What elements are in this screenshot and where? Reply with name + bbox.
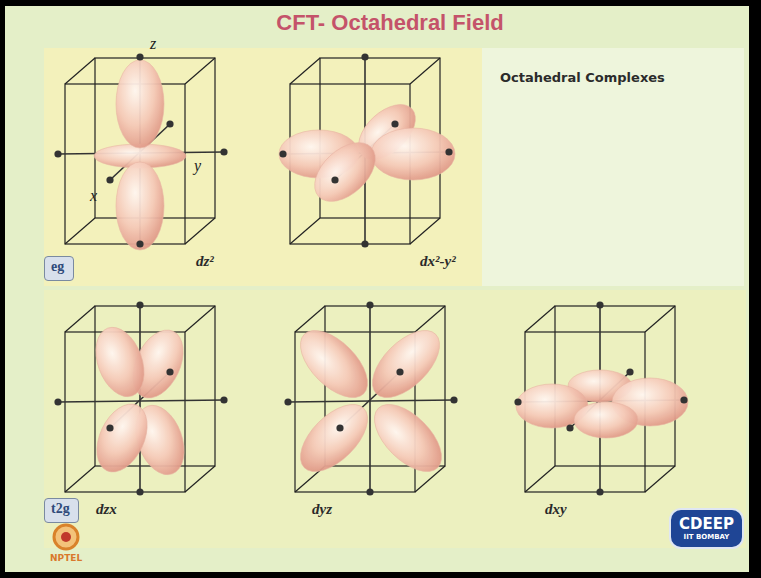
- cube-edge: [525, 306, 555, 332]
- axis-line: [288, 400, 454, 402]
- axis-dot: [136, 53, 143, 60]
- orbital-lobe: [289, 393, 380, 484]
- cube-edge: [65, 218, 95, 244]
- cube-edge: [645, 466, 675, 492]
- cube-edge: [410, 218, 440, 244]
- axis-dot: [106, 176, 113, 183]
- nptel-emblem: [54, 525, 78, 549]
- axis-label: z: [150, 34, 156, 53]
- orbital-lobe: [289, 319, 380, 410]
- cdeep-logo: CDEEPIIT BOMBAY: [669, 508, 744, 549]
- axis-label: x: [90, 186, 97, 205]
- axis-dot: [166, 368, 173, 375]
- orbital-set-badge: eg: [44, 256, 74, 281]
- axis-dot: [220, 148, 227, 155]
- cube-edge: [645, 306, 675, 332]
- axis-dot: [361, 53, 368, 60]
- axis-dot: [336, 424, 343, 431]
- orbital-cube: [284, 301, 457, 495]
- orbital-label: dzx: [96, 500, 117, 518]
- cube-edge: [65, 306, 95, 332]
- axis-dot: [220, 396, 227, 403]
- cube-edge: [185, 58, 215, 84]
- axis-dot: [445, 148, 452, 155]
- orbital-label: dxy: [545, 500, 567, 518]
- orbital-cube: [54, 53, 227, 250]
- axis-dot: [136, 240, 143, 247]
- cube-edge: [290, 58, 320, 84]
- axis-dot: [396, 368, 403, 375]
- axis-dot: [284, 398, 291, 405]
- node-text: IIT BOMBAY: [679, 533, 734, 541]
- node-text: CDEEP: [679, 515, 734, 533]
- orbital-lobe: [116, 60, 164, 148]
- cube-edge: [295, 306, 325, 332]
- node-text: eg: [51, 259, 67, 276]
- axis-dot: [136, 301, 143, 308]
- cube-edge: [525, 466, 555, 492]
- orbital-lobe: [304, 131, 387, 212]
- heading-note: Octahedral Complexes: [500, 70, 665, 86]
- axis-dot: [136, 488, 143, 495]
- axis-dot: [626, 368, 633, 375]
- cube-edge: [410, 58, 440, 84]
- axis-dot: [331, 176, 338, 183]
- cube-edge: [185, 218, 215, 244]
- orbital-lobe: [371, 128, 455, 180]
- orbital-label: dx²-y²: [420, 252, 456, 270]
- slide-title: CFT- Octahedral Field: [276, 10, 503, 36]
- orbital-cube: [514, 301, 688, 495]
- nptel-emblem: [61, 532, 71, 542]
- axis-dot: [106, 424, 113, 431]
- axis-dot: [566, 424, 573, 431]
- node-text: t2g: [51, 501, 72, 518]
- axis-dot: [54, 150, 61, 157]
- t2g-panel: [44, 290, 746, 548]
- axis-dot: [596, 488, 603, 495]
- orbital-lobe: [87, 321, 153, 404]
- axis-dot: [54, 398, 61, 405]
- axis-dot: [361, 240, 368, 247]
- cube-edge: [65, 58, 95, 84]
- cube-edge: [290, 218, 320, 244]
- orbital-label: dz²: [196, 252, 214, 270]
- orbital-lobe: [574, 402, 638, 438]
- axis-line: [58, 400, 224, 402]
- axis-dot: [279, 150, 286, 157]
- orbital-lobe: [363, 393, 454, 484]
- axis-dot: [596, 301, 603, 308]
- axis-dot: [166, 120, 173, 127]
- cube-edge: [185, 306, 215, 332]
- orbital-lobe: [87, 396, 157, 480]
- axis-dot: [450, 396, 457, 403]
- orbital-lobe: [116, 162, 164, 250]
- slide-background: [5, 6, 749, 572]
- cube-edge: [185, 466, 215, 492]
- light-area: [482, 48, 744, 286]
- eg-panel: [44, 48, 482, 286]
- axis-dot: [680, 396, 687, 403]
- orbital-cube: [54, 301, 227, 495]
- orbital-cube: [279, 53, 455, 247]
- orbital-set-badge: t2g: [44, 498, 79, 523]
- axis-label: y: [194, 156, 201, 175]
- axis-dot: [391, 120, 398, 127]
- axis-dot: [514, 398, 521, 405]
- logo-text: NPTEL: [50, 553, 82, 564]
- axis-dot: [366, 301, 373, 308]
- axis-dot: [366, 488, 373, 495]
- orbital-label: dyz: [312, 500, 332, 518]
- cube-edge: [415, 306, 445, 332]
- cube-edge: [65, 466, 95, 492]
- orbital-lobe: [361, 319, 452, 410]
